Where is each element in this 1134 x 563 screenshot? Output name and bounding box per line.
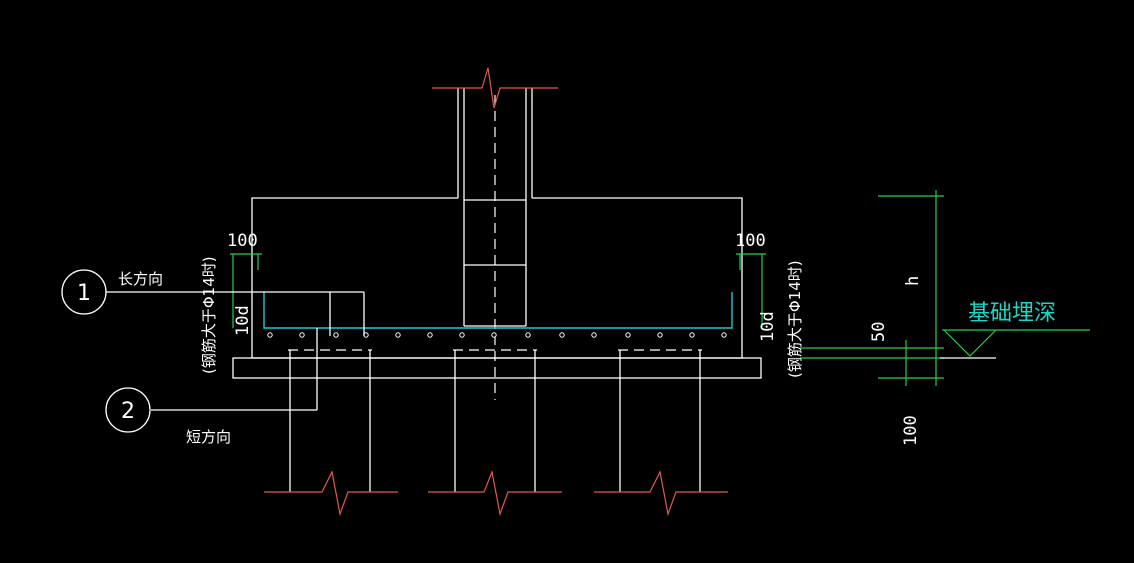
rebar-dot <box>689 332 695 338</box>
cover-label: 50 <box>869 322 889 342</box>
burial-depth-label: 基础埋深 <box>968 301 1056 326</box>
rebar-dot <box>459 332 465 338</box>
rebar-dot <box>721 332 727 338</box>
callout-leaders <box>106 291 365 411</box>
callout-2-number: 2 <box>121 399 135 424</box>
callout-1-label: 长方向 <box>118 270 163 288</box>
cushion-label: 100 <box>901 415 921 446</box>
rebar-dots <box>267 332 727 338</box>
height-label: h <box>903 276 923 286</box>
rebar <box>263 292 733 338</box>
rebar-dot <box>559 332 565 338</box>
callout-2-label: 短方向 <box>186 428 231 446</box>
column <box>432 67 558 400</box>
rebar-dot <box>491 332 497 338</box>
callout-1-number: 1 <box>77 281 91 306</box>
right-offset-label: 100 <box>735 231 766 251</box>
left-anchor-label: 10d <box>233 305 253 336</box>
dimension-lines <box>230 190 944 386</box>
grade-marker <box>940 329 1090 359</box>
callout-1: 1 长方向 <box>61 269 163 315</box>
rebar-dot <box>591 332 597 338</box>
rebar-dot <box>395 332 401 338</box>
left-offset-label: 100 <box>227 231 258 251</box>
left-rebar-note: (钢筋大于Φ14时) <box>200 256 218 374</box>
rebar-dot <box>267 332 273 338</box>
footing <box>232 197 762 379</box>
rebar-dot <box>625 332 631 338</box>
rebar-dot <box>427 332 433 338</box>
callout-2: 2 短方向 <box>105 387 231 446</box>
column-break-line <box>432 67 558 109</box>
piles <box>264 349 728 517</box>
right-rebar-note: (钢筋大于Φ14时) <box>786 260 804 378</box>
right-anchor-label: 10d <box>758 311 778 342</box>
rebar-dot <box>333 332 339 338</box>
rebar-dot <box>657 332 663 338</box>
rebar-dot <box>299 332 305 338</box>
rebar-dot <box>525 332 531 338</box>
